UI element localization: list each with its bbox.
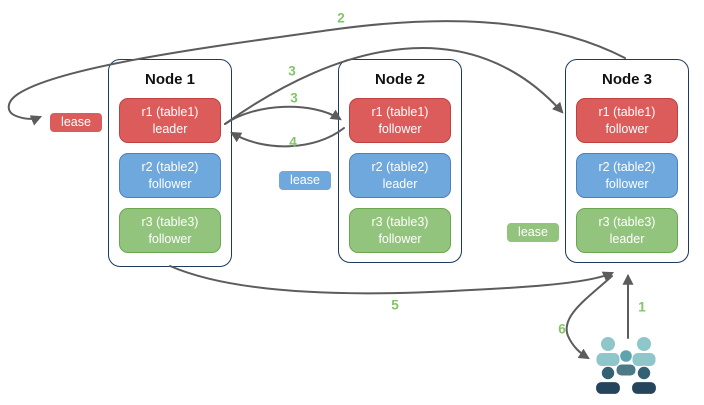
clients-people-icon [594, 337, 658, 396]
node-1-replica-r1: r1 (table1) leader [119, 98, 221, 143]
replica-role: leader [152, 121, 188, 136]
lease-label-red: lease [49, 112, 103, 133]
replica-role: follower [605, 176, 649, 191]
replica-name: r2 (table2) [598, 160, 656, 175]
arrow-step-5 [169, 265, 615, 295]
replica-name: r1 (table1) [598, 105, 656, 120]
arrow-step-2 [7, 20, 626, 126]
node-3-replica-r1: r1 (table1) follower [576, 98, 678, 143]
replica-role: follower [148, 231, 192, 246]
step-label-2: 2 [337, 10, 345, 26]
node-2-replica-r3: r3 (table3) follower [349, 208, 451, 253]
step-label-4: 4 [289, 134, 297, 150]
arrow-step-4 [230, 127, 345, 148]
node-2-title: Node 2 [374, 71, 425, 88]
node-1: Node 1 r1 (table1) leader r2 (table2) fo… [108, 59, 232, 267]
step-label-3b: 3 [290, 90, 298, 106]
replica-role: leader [609, 231, 645, 246]
replica-role: follower [605, 121, 649, 136]
node-2: Node 2 r1 (table1) follower r2 (table2) … [338, 59, 462, 263]
node-3-title: Node 3 [601, 71, 652, 88]
replica-role: follower [148, 176, 192, 191]
replica-name: r3 (table3) [141, 215, 199, 230]
step-label-5: 5 [391, 297, 399, 313]
node-1-replica-r2: r2 (table2) follower [119, 153, 221, 198]
replica-name: r3 (table3) [598, 215, 656, 230]
replica-role: leader [382, 176, 418, 191]
node-2-replica-r1: r1 (table1) follower [349, 98, 451, 143]
node-3-replica-r3: r3 (table3) leader [576, 208, 678, 253]
replica-name: r1 (table1) [371, 105, 429, 120]
replica-name: r1 (table1) [141, 105, 199, 120]
lease-label-green: lease [506, 222, 560, 243]
node-1-title: Node 1 [144, 71, 195, 88]
node-2-replica-r2: r2 (table2) leader [349, 153, 451, 198]
replica-role: follower [378, 121, 422, 136]
replica-name: r2 (table2) [141, 160, 199, 175]
replica-name: r3 (table3) [371, 215, 429, 230]
node-3-replica-r2: r2 (table2) follower [576, 153, 678, 198]
node-1-replica-r3: r3 (table3) follower [119, 208, 221, 253]
step-label-1: 1 [638, 299, 646, 315]
node-3: Node 3 r1 (table1) follower r2 (table2) … [565, 59, 689, 263]
replica-name: r2 (table2) [371, 160, 429, 175]
step-label-3a: 3 [288, 63, 296, 79]
step-label-6: 6 [558, 321, 566, 337]
replica-role: follower [378, 231, 422, 246]
arrow-step-3-to-node2 [224, 105, 342, 125]
lease-label-blue: lease [278, 170, 332, 191]
